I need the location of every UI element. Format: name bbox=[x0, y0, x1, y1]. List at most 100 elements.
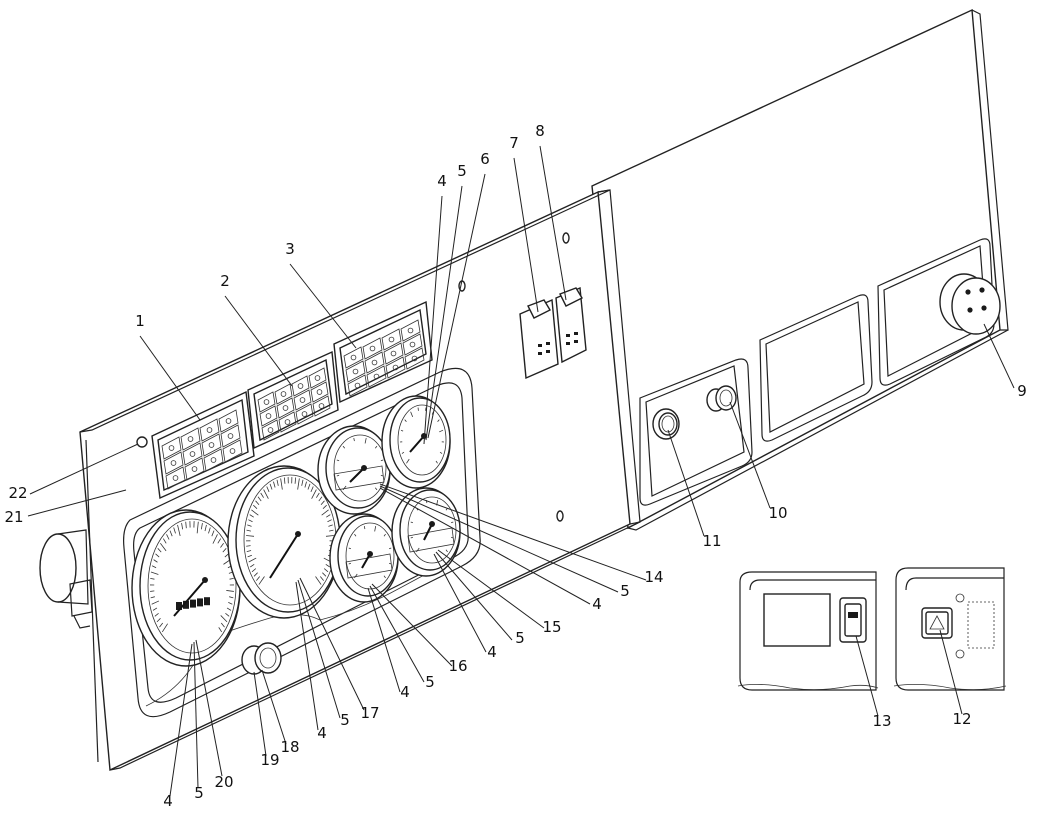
warning-lamp-cell bbox=[182, 442, 203, 466]
leader-line bbox=[939, 629, 963, 715]
callout-number: 2 bbox=[220, 272, 230, 290]
switch-11 bbox=[652, 408, 680, 440]
leader-line bbox=[433, 553, 487, 653]
odometer-digit bbox=[204, 597, 210, 606]
callout-number: 20 bbox=[214, 773, 233, 791]
ignition-knob bbox=[241, 642, 282, 675]
callout-number: 5 bbox=[620, 582, 630, 600]
leader-line bbox=[369, 585, 425, 683]
warning-lamp-symbol bbox=[407, 327, 414, 334]
warning-lamp-cell bbox=[274, 383, 293, 405]
warning-lamp-symbol bbox=[187, 436, 194, 442]
gauge-16 bbox=[329, 513, 399, 603]
gauge-15 bbox=[391, 487, 461, 577]
warning-lamp-symbol bbox=[314, 375, 321, 381]
warning-lamp-symbol bbox=[282, 405, 289, 411]
warning-lamp-symbol bbox=[265, 413, 272, 419]
callout-number: 19 bbox=[260, 751, 279, 769]
callout-number: 3 bbox=[285, 240, 295, 258]
odometer-digit bbox=[190, 599, 196, 608]
callout-number: 5 bbox=[457, 162, 467, 180]
warning-lamp-symbol bbox=[206, 427, 213, 433]
leader-line bbox=[224, 295, 293, 387]
warning-lamp-cell bbox=[310, 381, 329, 403]
warning-lamp-symbol bbox=[388, 336, 395, 343]
warning-lamp-cell bbox=[312, 395, 331, 417]
warning-lamp-symbol bbox=[369, 345, 376, 352]
callout-number: 10 bbox=[768, 504, 787, 522]
callout-labels: 1234567891011121314541554165417541819205… bbox=[4, 122, 1026, 810]
inset-13 bbox=[737, 571, 879, 691]
warning-lamp-symbol bbox=[350, 354, 357, 361]
leader-line bbox=[379, 483, 647, 581]
leader-line bbox=[195, 639, 223, 777]
warning-lamp-grid bbox=[161, 319, 425, 490]
odometer-digit bbox=[183, 600, 189, 609]
warning-lamp-cell bbox=[347, 374, 368, 397]
warning-lamp-symbol bbox=[168, 445, 175, 451]
warning-lamp-cell bbox=[381, 328, 402, 351]
warning-lamp-symbol bbox=[170, 460, 177, 466]
warning-lamp-cell bbox=[308, 367, 327, 389]
callout-number: 5 bbox=[340, 711, 350, 729]
warning-lamp-cell bbox=[385, 356, 406, 379]
gauge-bezel bbox=[123, 367, 481, 718]
leader-line bbox=[427, 173, 486, 439]
warning-lamp-symbol bbox=[390, 350, 397, 357]
warning-lamp-symbol bbox=[267, 427, 274, 433]
warning-lamp-cell bbox=[218, 409, 239, 433]
callout-number: 15 bbox=[542, 618, 561, 636]
callout-number: 9 bbox=[1017, 382, 1027, 400]
callout-number: 7 bbox=[509, 134, 519, 152]
callout-number: 6 bbox=[480, 150, 490, 168]
callout-number: 4 bbox=[592, 595, 602, 613]
leader-line bbox=[437, 549, 545, 629]
callout-number: 14 bbox=[644, 568, 663, 586]
warning-lamp-cell bbox=[276, 397, 295, 419]
rocker-switches bbox=[519, 286, 587, 380]
leader-line bbox=[253, 671, 267, 757]
warning-lamp-symbol bbox=[371, 359, 378, 366]
callout-number: 11 bbox=[702, 532, 721, 550]
warning-lamp-symbol bbox=[227, 433, 234, 439]
blank-plate-2 bbox=[877, 238, 995, 386]
warning-lamp-cell bbox=[220, 424, 241, 448]
warning-lamp-symbol bbox=[299, 397, 306, 403]
warning-lamp-cell bbox=[402, 333, 423, 356]
warning-lamp-symbol bbox=[280, 391, 287, 397]
warning-lamp-symbol bbox=[392, 364, 399, 371]
warning-lamp-cell bbox=[400, 319, 421, 342]
warning-lamp-symbol bbox=[263, 399, 270, 405]
callout-number: 5 bbox=[515, 629, 525, 647]
callout-number: 16 bbox=[448, 657, 467, 675]
warning-lamp-symbol bbox=[210, 457, 217, 463]
leader-line bbox=[295, 581, 319, 731]
leader-line bbox=[297, 579, 341, 719]
inset-12 bbox=[893, 567, 1007, 691]
leader-line bbox=[29, 443, 139, 495]
leader-line bbox=[169, 643, 193, 797]
leader-line bbox=[27, 489, 127, 517]
warning-lamp-cell bbox=[261, 419, 280, 441]
callout-number: 22 bbox=[8, 484, 27, 502]
callout-number: 5 bbox=[194, 784, 204, 802]
socket-9 bbox=[939, 273, 1001, 335]
callout-number: 4 bbox=[437, 172, 447, 190]
warning-lamp-cell bbox=[163, 451, 184, 475]
warning-lamp-symbol bbox=[189, 451, 196, 457]
warning-lamp-cell bbox=[291, 375, 310, 397]
leader-line bbox=[539, 145, 567, 301]
warning-lamp-symbol bbox=[301, 411, 308, 417]
warning-lamp-cell bbox=[295, 403, 314, 425]
warning-lamp-symbol bbox=[172, 475, 179, 481]
warning-lamp-cell bbox=[184, 457, 205, 481]
leader-line bbox=[261, 669, 287, 745]
blank-plate-1 bbox=[759, 294, 873, 442]
callout-number: 1 bbox=[135, 312, 145, 330]
warning-lamp-cell bbox=[203, 448, 224, 472]
gauge-14 bbox=[317, 425, 391, 515]
warning-lamp-cell bbox=[165, 466, 186, 490]
odometer-digit bbox=[197, 598, 203, 607]
leader-line bbox=[425, 185, 463, 441]
warning-lamp-cell bbox=[383, 342, 404, 365]
